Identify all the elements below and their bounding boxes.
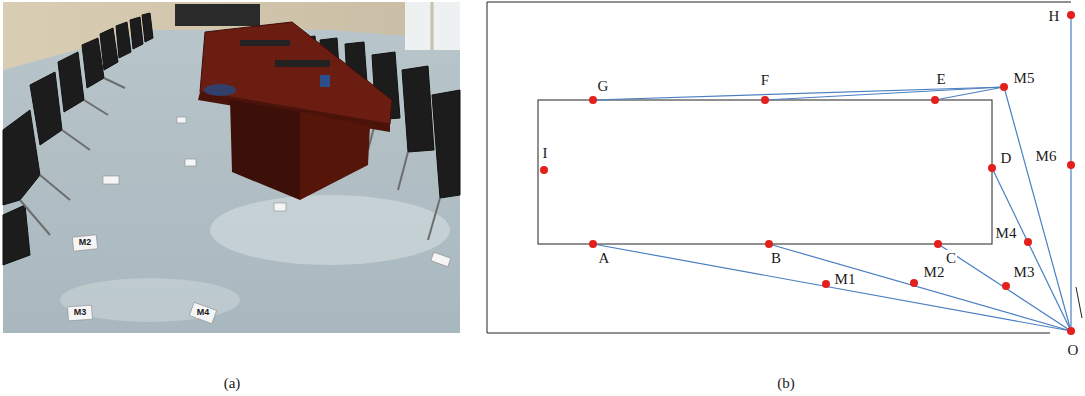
point-label: M4 [995,225,1018,242]
plan-diagram [487,2,1082,335]
point-label: H [1048,8,1061,25]
point-label: A [598,250,611,267]
point-label: M1 [834,271,857,288]
sticker-label: M3 [73,308,88,318]
point-label: F [760,72,770,89]
point-label: B [770,250,782,267]
point-label: D [1000,150,1013,167]
point-label: O [1067,342,1080,359]
sticker-label: M2 [78,238,93,248]
point-label: E [935,71,946,88]
sticker-label: M4 [196,308,211,318]
point-label: I [542,145,549,162]
point-label: C [945,250,957,267]
panel-label: (b) [776,375,796,392]
point-label: M6 [1035,148,1058,165]
point-label: M5 [1013,70,1036,87]
point-label: M2 [923,264,946,281]
room-photo [3,2,460,333]
panel-label: (a) [223,375,242,392]
point-label: M3 [1013,264,1036,281]
point-label: G [597,78,610,95]
